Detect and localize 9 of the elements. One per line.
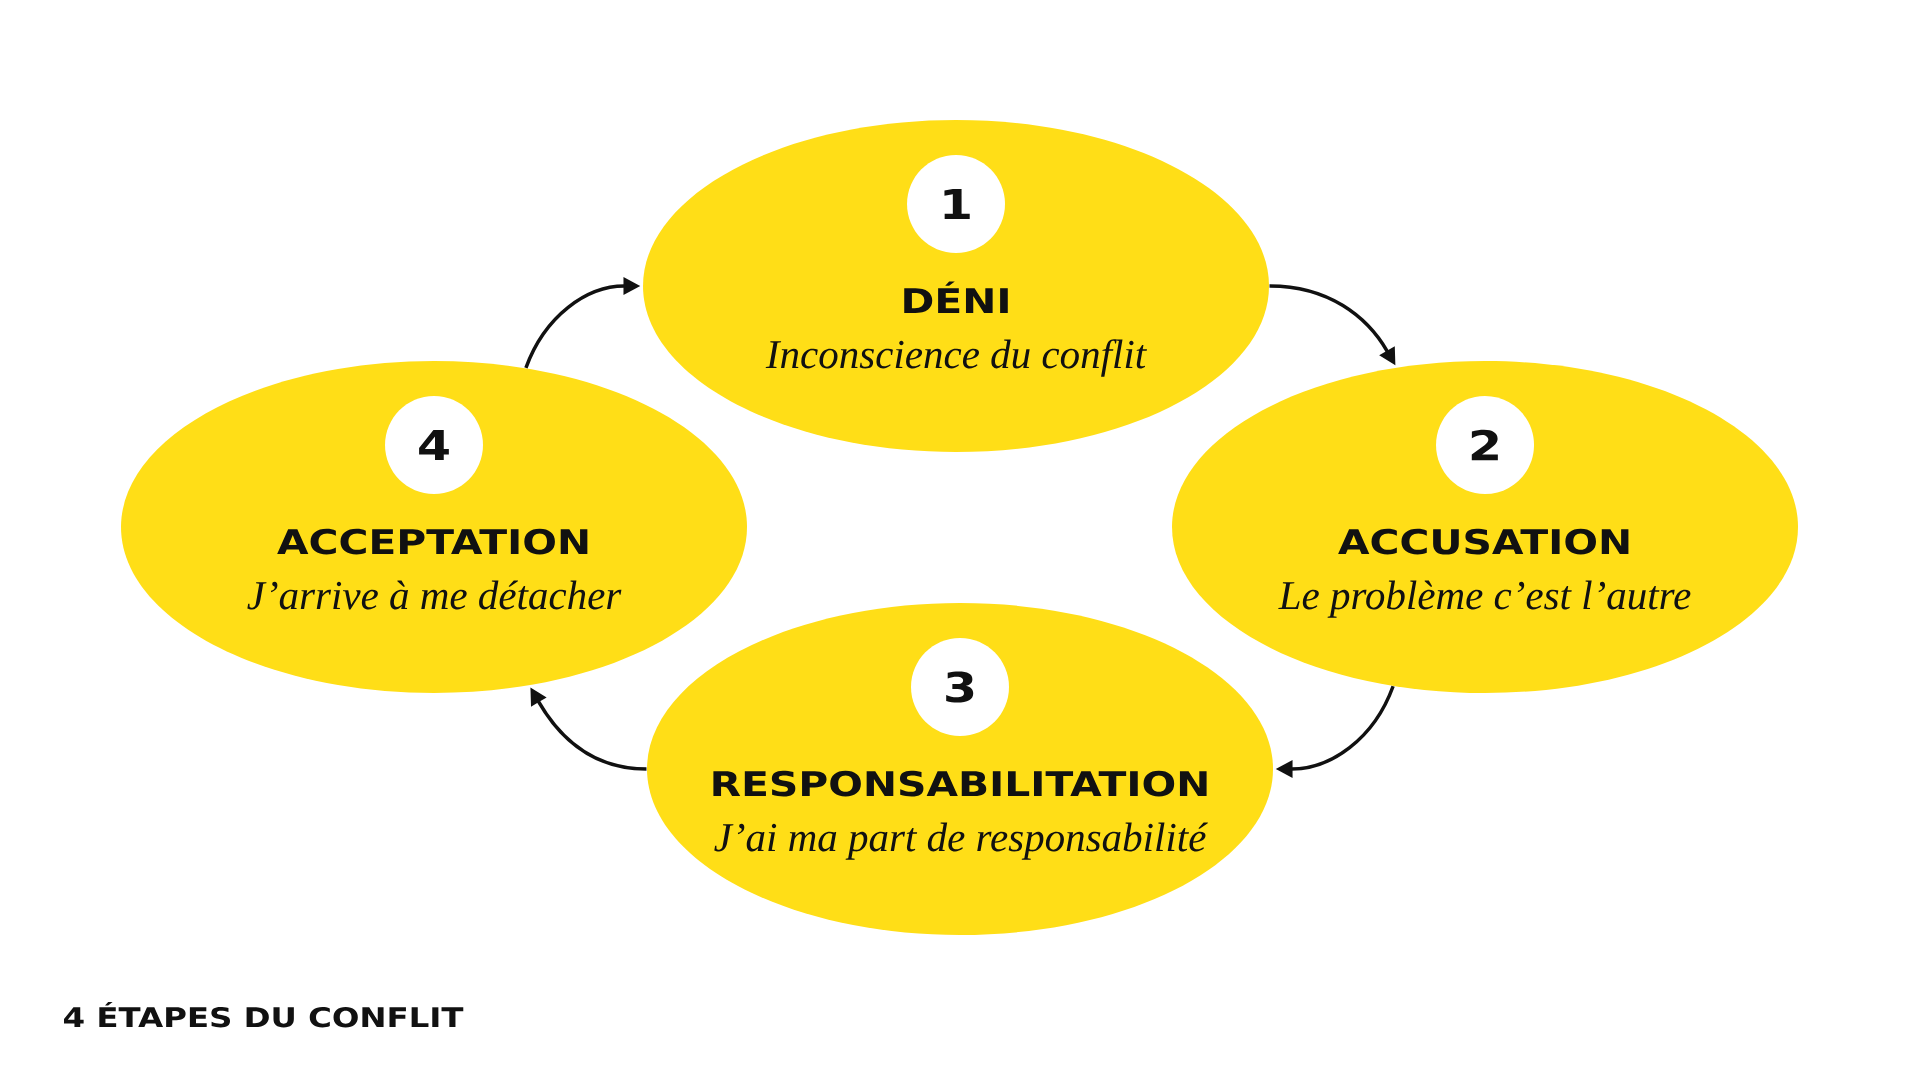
stage-description: Le problème c’est l’autre [1278, 580, 1691, 618]
stage-description: Inconscience du conflit [765, 339, 1147, 377]
stage-title: ACCEPTATION [277, 528, 588, 555]
stage-description: J’ai ma part de responsabilité [714, 822, 1208, 860]
stage-title: RESPONSABILITATION [713, 770, 1207, 797]
stage-title: ACCUSATION [1338, 528, 1629, 555]
stage-title: DÉNI [904, 281, 1008, 313]
slide-title: 4 ÉTAPES DU CONFLIT [64, 1001, 464, 1028]
stage-description: J’arrive à me détacher [247, 580, 622, 610]
